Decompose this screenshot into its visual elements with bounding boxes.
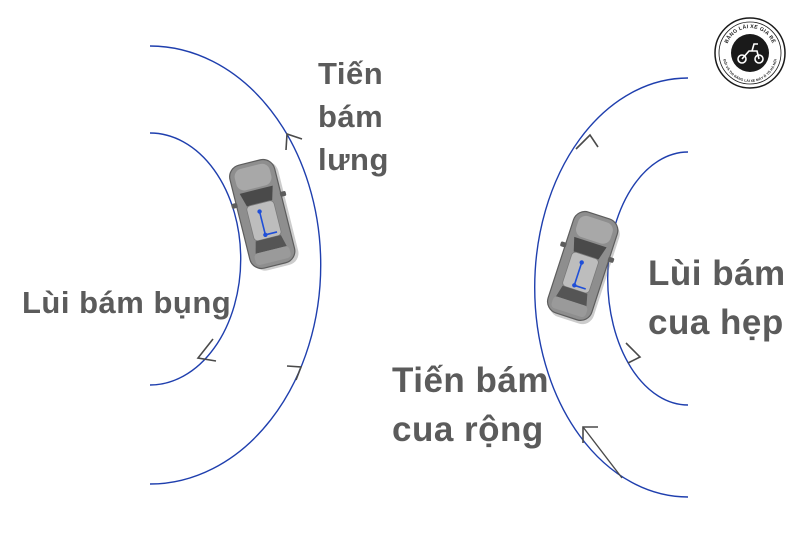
car-icon [221, 154, 304, 276]
label-tien-bam-cua-rong: Tiến bám cua rộng [392, 356, 549, 454]
outer-right-curve [534, 77, 689, 498]
arrow-icon [582, 426, 623, 479]
label-line: Tiến bám [392, 361, 550, 400]
label-lui-bam-cua-hep: Lùi bám cua hẹp [648, 249, 786, 347]
arrow-icon [285, 132, 303, 151]
label-line: lưng [318, 142, 389, 177]
label-tien-bam-lung: Tiến bám lưng [318, 52, 389, 181]
label-line: cua rộng [392, 410, 544, 449]
arrow-icon [575, 133, 599, 150]
arrow-icon [196, 338, 217, 362]
label-line: bám [318, 99, 384, 134]
outer-left-curve [149, 45, 322, 485]
inner-left-curve [149, 132, 242, 386]
arrow-icon [625, 342, 642, 364]
car-icon [537, 206, 627, 329]
arrow-icon [286, 365, 303, 381]
logo-icon: BẰNG LÁI XE GIA RẺ ĐỔI VÀ THI BẰNG LÁI X… [714, 17, 786, 89]
label-line: Lùi bám [648, 254, 786, 293]
inner-right-curve [607, 151, 689, 406]
label-line: cua hẹp [648, 303, 784, 342]
label-lui-bam-bung: Lùi bám bụng [22, 285, 232, 320]
label-line: Tiến [318, 56, 384, 91]
